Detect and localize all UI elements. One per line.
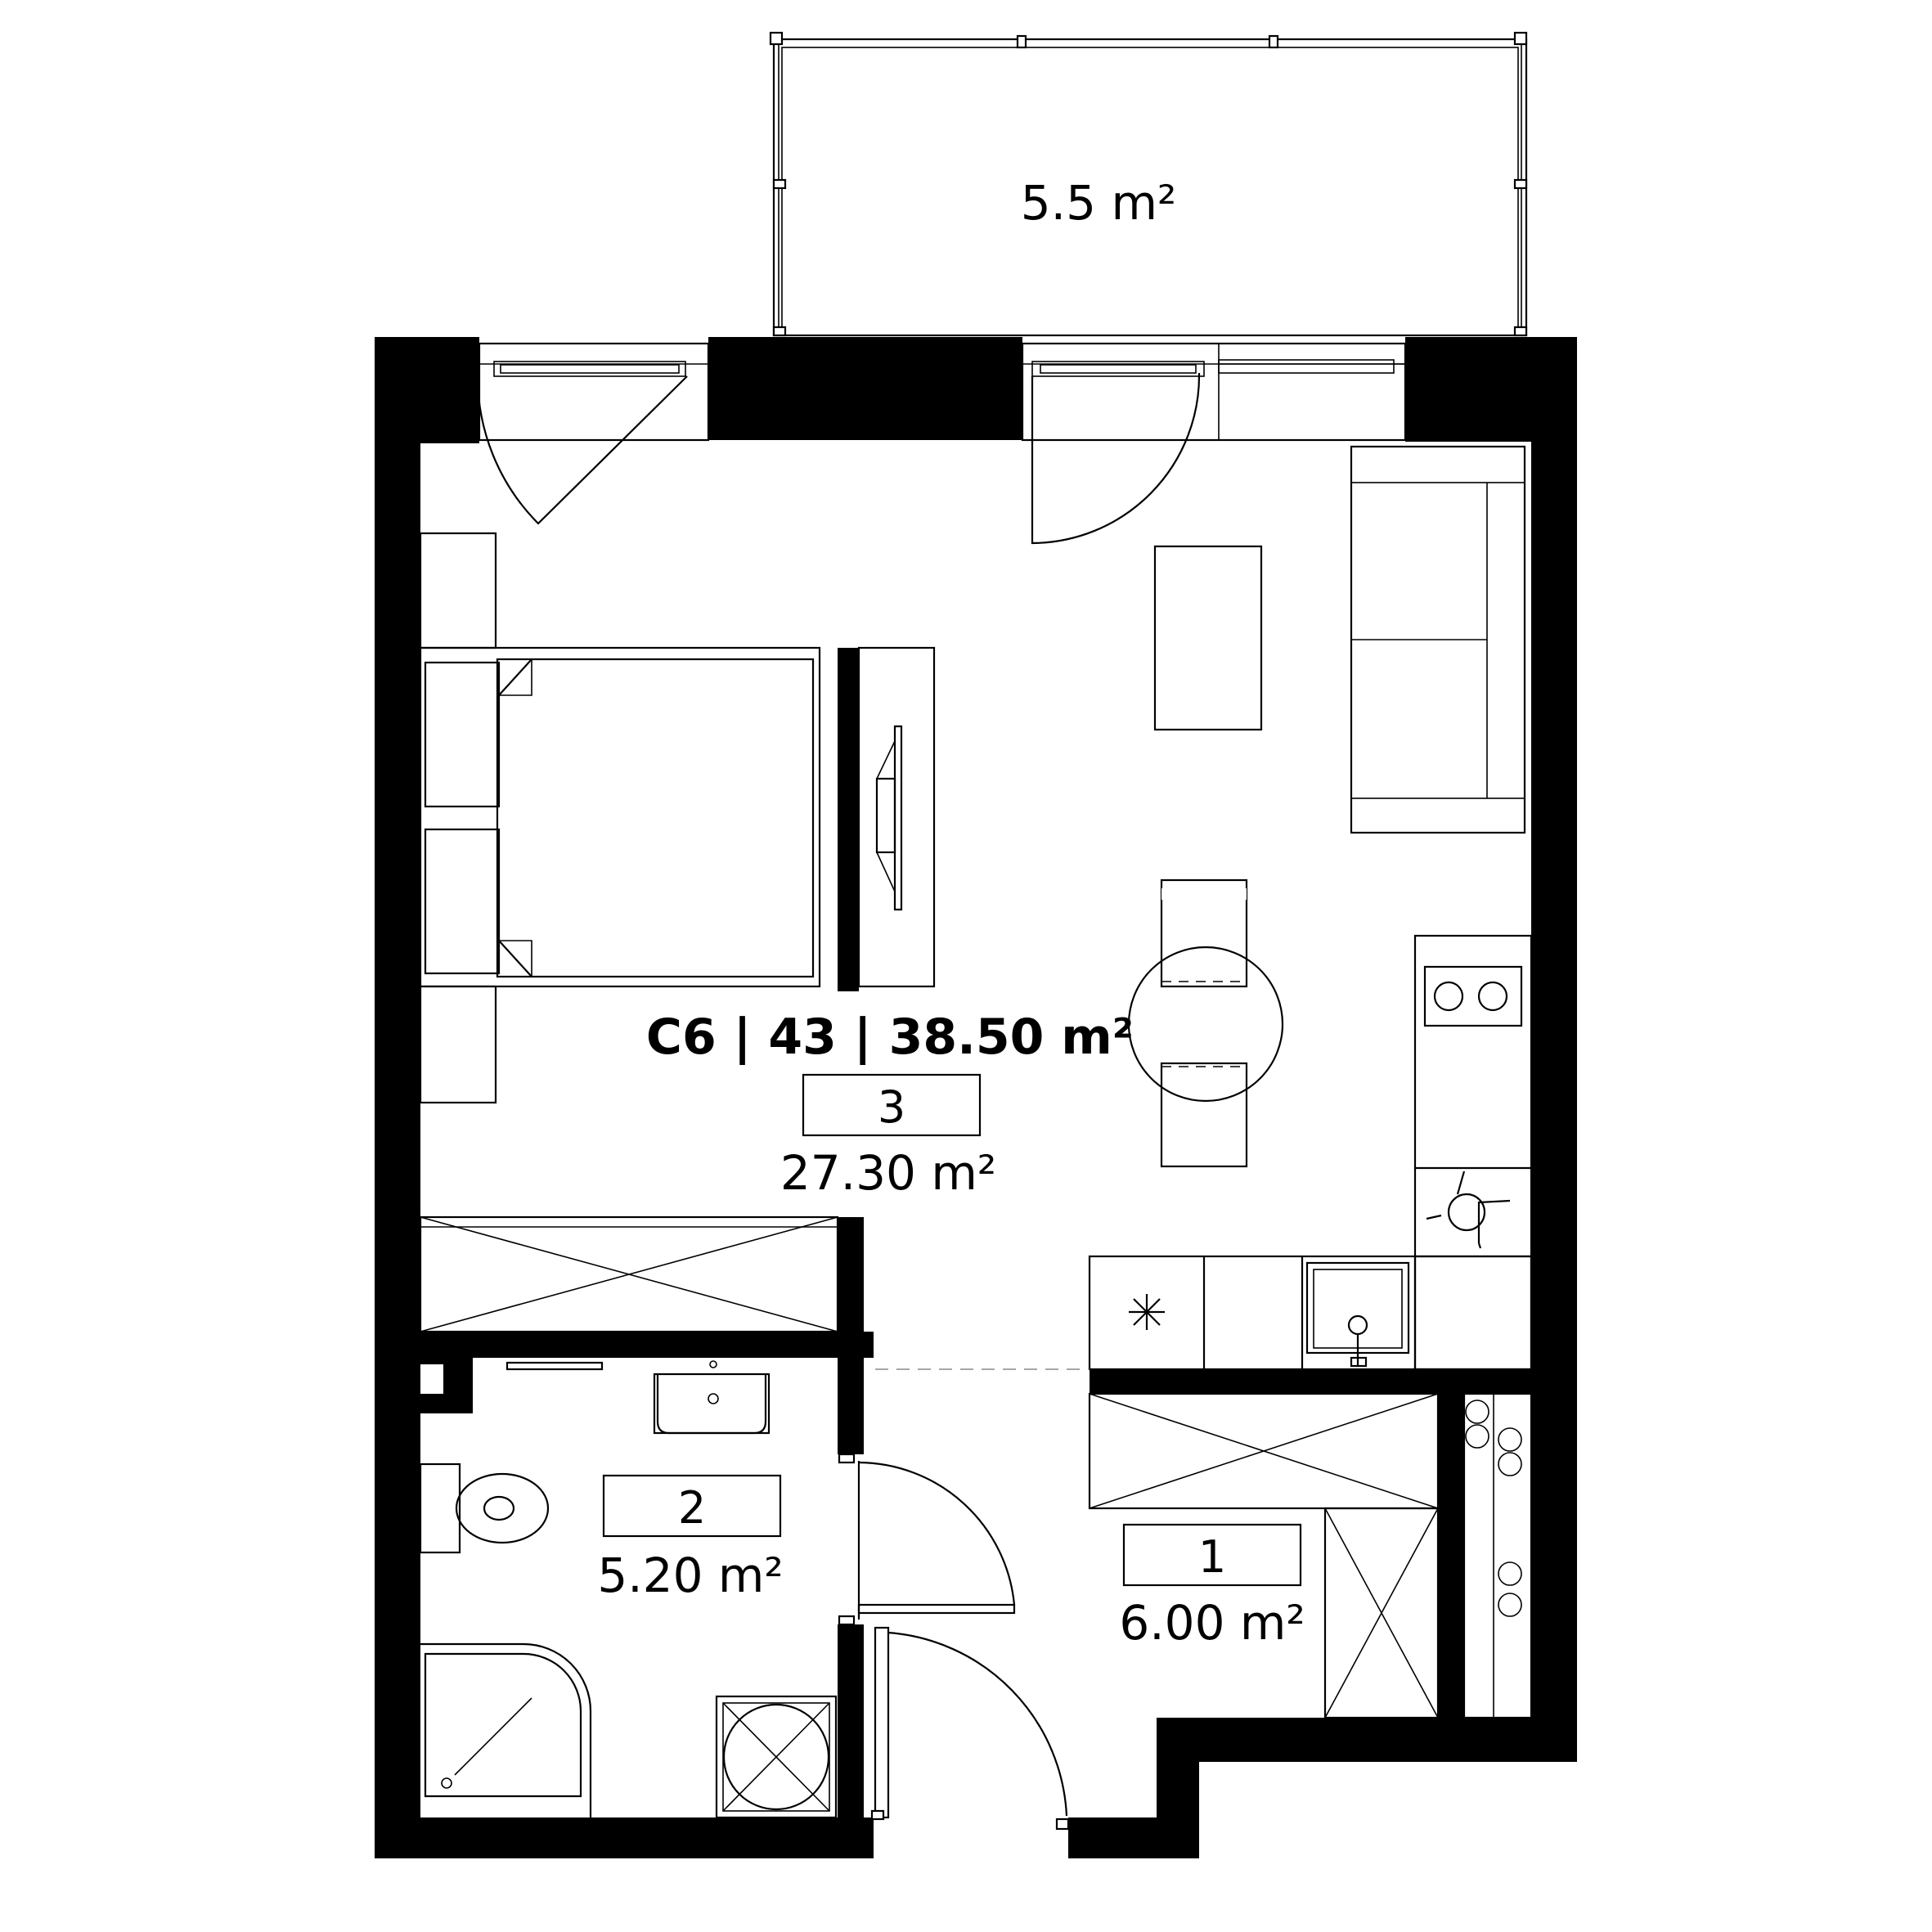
- wardrobe-hall: [1088, 1392, 1440, 1719]
- balcony-area: 5.5 m²: [1021, 175, 1176, 231]
- bed: [419, 646, 821, 988]
- room-3-area: 27.30 m²: [780, 1145, 996, 1201]
- wardrobe-bedroom: [419, 1215, 839, 1333]
- dining-set: [1127, 878, 1284, 1168]
- room-3-number: 3: [878, 1081, 905, 1133]
- apartment-label: C6 | 43 | 38.50 m²: [646, 1009, 1134, 1066]
- walls: [375, 337, 1577, 1858]
- closet: [1462, 1392, 1533, 1719]
- room-3-tag: 3: [802, 1073, 982, 1137]
- sofa: [1350, 445, 1526, 834]
- tv-unit: [857, 646, 936, 988]
- room-2-number: 2: [678, 1482, 706, 1534]
- bathroom-door: [838, 1453, 1016, 1626]
- room-1-area: 6.00 m²: [1119, 1595, 1305, 1651]
- door-swings-top: [476, 372, 1201, 545]
- room-1-number: 1: [1198, 1531, 1226, 1583]
- windows: [478, 342, 1407, 442]
- room-2-tag: 2: [602, 1474, 782, 1538]
- coffee-table: [1153, 545, 1263, 731]
- balcony: [769, 31, 1528, 337]
- entrance-door: [870, 1626, 1070, 1831]
- room-1-tag: 1: [1122, 1523, 1302, 1587]
- extractor-icon: [1129, 1294, 1165, 1330]
- nightstands: [419, 532, 497, 1104]
- kitchen: [1088, 934, 1533, 1371]
- bathroom-fixtures: [419, 1360, 838, 1819]
- room-2-area: 5.20 m²: [597, 1548, 783, 1603]
